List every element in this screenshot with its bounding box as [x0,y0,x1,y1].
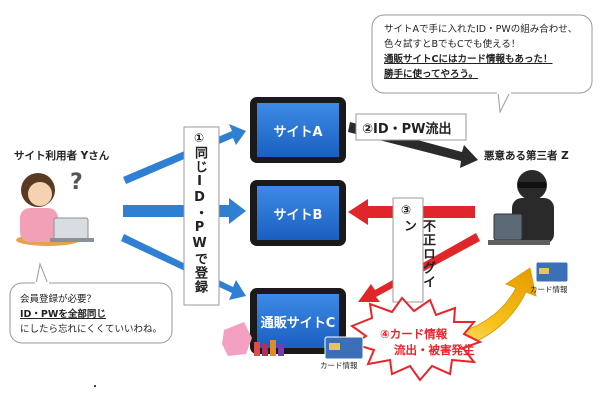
step2-text: ②ID・PW流出 [362,122,452,137]
stray-dot: ・ [90,382,100,393]
user-illustration [16,173,94,246]
user-bubble-text: 会員登録が必要？ ID・PWを全部同じ にしたら忘れにくくていいわね。 [20,292,170,337]
site-a-label: サイトA [273,125,323,140]
attacker-bubble-line3: 通販サイトCにはカード情報もあった！ [384,54,553,65]
site-b-label: サイトB [273,208,323,223]
attacker-bubble-line1: サイトAで手に入れたID・PWの組み合わせ、 [384,24,578,35]
attacker-label: 悪意ある第三者 Z [484,150,569,162]
attacker-speech-bubble [371,14,593,114]
user-label: サイト利用者 Yさん [14,150,110,162]
step1-box [183,126,220,306]
step4-line1: ④カード情報 [380,327,448,341]
tablet-site-b [250,180,346,246]
attacker-credit-card [535,261,569,283]
step3-box [392,197,424,303]
user-bubble-line1: 会員登録が必要？ [20,294,97,305]
attacker-bubble-line2: 色々試すとBでもCでも使える！ [384,39,521,50]
attacker-bubble-text: サイトAで手に入れたID・PWの組み合わせ、 色々試すとBでもCでも使える！ 通… [384,22,588,82]
step3-number: ③ [401,203,412,217]
shopping-goods-illustration [222,322,284,356]
attacker-card-label: カード情報 [530,285,568,294]
user-bubble-line3: にしたら忘れにくくていいわね。 [20,324,163,335]
step1-text: 同じID・PWで登録 [192,146,207,294]
user-speech-bubble [9,262,173,344]
tablet-site-a [250,97,346,163]
step4-line2: 流出・被害発生 [394,343,475,357]
shop-credit-card [324,336,364,360]
step1-number: ① [194,131,205,145]
user-bubble-line2: ID・PWを全部同じ [20,309,106,320]
damage-burst [349,296,483,382]
attacker-bubble-line4: 勝手に使ってやろう。 [384,69,478,80]
site-c-label: 通販サイトC [260,316,336,331]
question-mark: ? [70,170,83,195]
attacker-illustration [488,170,554,245]
step3-text: 不正ログイン [401,219,435,289]
step2-box [355,113,467,141]
shop-card-label: カード情報 [320,361,358,370]
